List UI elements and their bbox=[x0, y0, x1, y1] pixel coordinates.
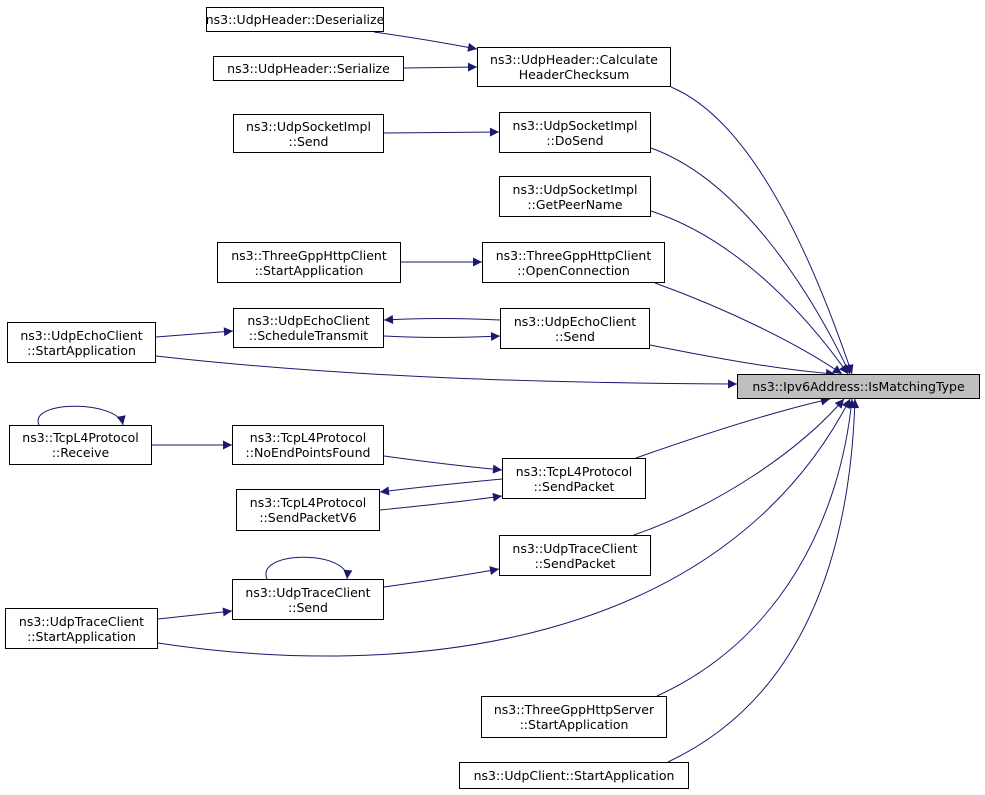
node-label-line: ::Send bbox=[288, 599, 328, 615]
edge-tcp-receive-to-tcp-receive bbox=[37, 405, 126, 426]
node-label-line: ::SendPacket bbox=[534, 555, 616, 571]
node-threegpphttpclient-startapplication[interactable]: ns3::ThreeGppHttpClient::StartApplicatio… bbox=[217, 242, 401, 283]
node-udpechoclient-startapplication[interactable]: ns3::UdpEchoClient::StartApplication bbox=[7, 322, 156, 363]
node-label-line: ns3::UdpClient::StartApplication bbox=[473, 768, 675, 783]
node-label-line: ns3::TcpL4Protocol bbox=[515, 463, 633, 479]
edge-trace-sendpkt-to-target bbox=[633, 398, 845, 536]
node-label-line: ns3::UdpSocketImpl bbox=[512, 181, 638, 197]
node-udpclient-startapplication[interactable]: ns3::UdpClient::StartApplication bbox=[459, 762, 689, 789]
node-label-line: ::Send bbox=[288, 133, 329, 149]
edge-echo-sched-to-echo-send bbox=[383, 331, 501, 341]
node-threegpphttpserver-startapplication[interactable]: ns3::ThreeGppHttpServer::StartApplicatio… bbox=[481, 696, 667, 738]
node-tcpl4protocol-sendpacketv6[interactable]: ns3::TcpL4Protocol::SendPacketV6 bbox=[236, 489, 380, 531]
node-label-line: ::GetPeerName bbox=[527, 196, 623, 212]
node-label-line: ::SendPacketV6 bbox=[259, 510, 357, 525]
node-udpheader-deserialize[interactable]: ns3::UdpHeader::Deserialize bbox=[206, 7, 384, 32]
node-label-line: ns3::UdpSocketImpl bbox=[512, 117, 638, 133]
edge-udphdr-deser-to-udphdr-calc bbox=[373, 31, 478, 52]
edge-echo-start-to-echo-sched bbox=[155, 327, 234, 338]
node-udpechoclient-send[interactable]: ns3::UdpEchoClient::Send bbox=[500, 308, 650, 349]
edge-trace-send-to-trace-sendpkt bbox=[383, 566, 500, 588]
node-udptraceclient-startapplication[interactable]: ns3::UdpTraceClient::StartApplication bbox=[5, 608, 158, 649]
node-label-line: ::StartApplication bbox=[27, 342, 136, 358]
node-label-line: ns3::TcpL4Protocol bbox=[249, 430, 367, 445]
edge-tcp-sendpkt-to-target bbox=[635, 396, 831, 459]
edge-trace-start-to-trace-send bbox=[157, 607, 233, 620]
edge-tcp-sendv6-to-tcp-sendpkt bbox=[379, 492, 503, 511]
node-udpsocketimpl-dosend[interactable]: ns3::UdpSocketImpl::DoSend bbox=[499, 112, 651, 153]
node-udptraceclient-send[interactable]: ns3::UdpTraceClient::Send bbox=[232, 579, 384, 620]
node-label-line: ns3::UdpEchoClient bbox=[20, 327, 143, 343]
edge-layer bbox=[37, 31, 860, 763]
node-label-line: ns3::ThreeGppHttpClient bbox=[495, 247, 652, 263]
edge-tgpp-server-start-to-target bbox=[656, 398, 856, 697]
node-label-line: ::Send bbox=[555, 328, 595, 344]
node-label-line: ns3::TcpL4Protocol bbox=[249, 495, 367, 510]
node-label-line: ns3::UdpHeader::Serialize bbox=[227, 61, 390, 76]
node-label-line: ns3::UdpSocketImpl bbox=[246, 118, 371, 134]
edge-udpsock-send-to-udpsock-dosend bbox=[383, 127, 500, 137]
node-label-line: ::DoSend bbox=[546, 132, 604, 148]
node-label-line: ::StartApplication bbox=[254, 262, 364, 278]
node-udpsocketimpl-send[interactable]: ns3::UdpSocketImpl::Send bbox=[233, 114, 384, 153]
edge-tcp-noend-to-tcp-sendpkt bbox=[383, 455, 503, 474]
node-udpechoclient-scheduletransmit[interactable]: ns3::UdpEchoClient::ScheduleTransmit bbox=[233, 308, 384, 348]
edge-udphdr-ser-to-udphdr-calc bbox=[403, 62, 478, 72]
node-label-line: ns3::UdpHeader::Calculate bbox=[490, 52, 658, 67]
edge-udphdr-calc-to-target bbox=[670, 86, 854, 375]
node-udptraceclient-sendpacket[interactable]: ns3::UdpTraceClient::SendPacket bbox=[499, 535, 651, 576]
node-tcpl4protocol-noendpointsfound[interactable]: ns3::TcpL4Protocol::NoEndPointsFound bbox=[232, 425, 384, 465]
node-label-line: ::StartApplication bbox=[519, 717, 629, 732]
edge-udpsock-peer-to-target bbox=[650, 210, 849, 375]
node-label-line: HeaderChecksum bbox=[518, 67, 630, 82]
edge-trace-start-to-target bbox=[157, 398, 851, 657]
node-label-line: ns3::TcpL4Protocol bbox=[22, 430, 139, 445]
node-tcpl4protocol-receive[interactable]: ns3::TcpL4Protocol::Receive bbox=[9, 425, 152, 465]
node-label-line: ns3::ThreeGppHttpClient bbox=[231, 247, 387, 263]
node-udpheader-serialize[interactable]: ns3::UdpHeader::Serialize bbox=[213, 56, 404, 81]
node-tcpl4protocol-sendpacket[interactable]: ns3::TcpL4Protocol::SendPacket bbox=[502, 458, 646, 499]
node-threegpphttpclient-openconnection[interactable]: ns3::ThreeGppHttpClient::OpenConnection bbox=[482, 242, 665, 283]
node-label-line: ::OpenConnection bbox=[517, 262, 630, 278]
node-label-line: ns3::ThreeGppHttpServer bbox=[493, 702, 655, 717]
node-ipv6address-ismatchingtype: ns3::Ipv6Address::IsMatchingType bbox=[737, 374, 980, 399]
edge-udpclient-start-to-target bbox=[667, 398, 860, 763]
node-label-line: ns3::UdpHeader::Deserialize bbox=[205, 12, 385, 27]
edge-echo-start-to-target bbox=[155, 355, 738, 389]
edge-tcp-sendpkt-to-tcp-sendv6 bbox=[379, 478, 503, 496]
edge-echo-send-to-echo-sched bbox=[383, 315, 501, 324]
node-label-line: ::ScheduleTransmit bbox=[248, 328, 369, 343]
edge-echo-send-to-target bbox=[649, 344, 836, 378]
node-label-line: ns3::UdpTraceClient bbox=[245, 584, 371, 600]
node-label-line: ns3::UdpTraceClient bbox=[512, 540, 638, 556]
node-label-line: ::SendPacket bbox=[533, 478, 615, 494]
node-label-line: ns3::UdpEchoClient bbox=[247, 313, 370, 328]
edge-trace-send-to-trace-send bbox=[265, 556, 353, 580]
node-label-line: ::NoEndPointsFound bbox=[245, 445, 371, 460]
node-label-line: ns3::UdpEchoClient bbox=[513, 313, 637, 329]
node-label-line: ns3::UdpTraceClient bbox=[18, 613, 145, 629]
node-udpsocketimpl-getpeername[interactable]: ns3::UdpSocketImpl::GetPeerName bbox=[499, 176, 651, 217]
node-label-line: ::Receive bbox=[51, 445, 110, 460]
node-label-line: ::StartApplication bbox=[27, 628, 136, 644]
edge-udpsock-dosend-to-target bbox=[650, 147, 851, 375]
node-label-line: ns3::Ipv6Address::IsMatchingType bbox=[752, 379, 965, 394]
edge-tgpp-client-open-to-target bbox=[654, 282, 843, 375]
